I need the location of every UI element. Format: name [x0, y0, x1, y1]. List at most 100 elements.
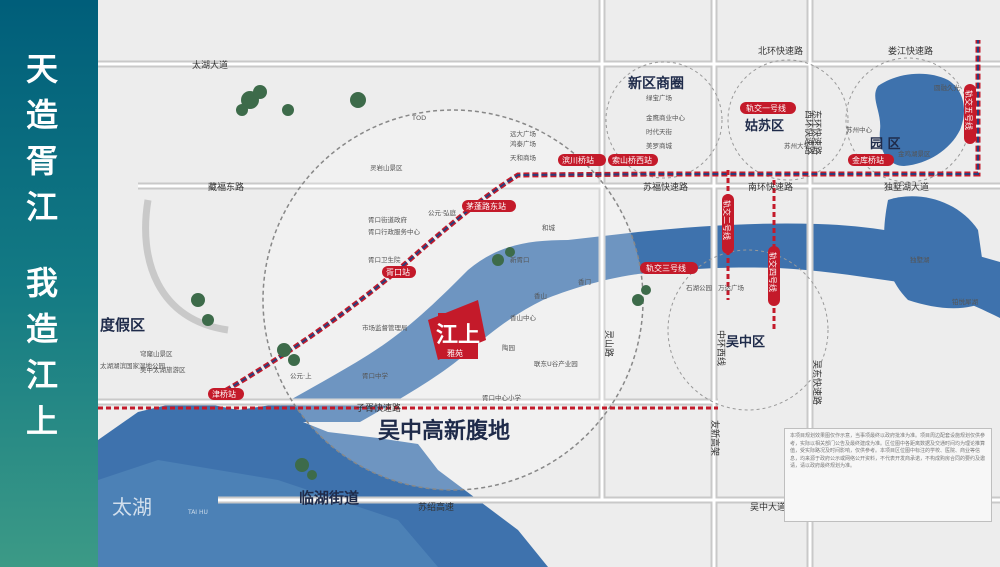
road-label: 苏绍高速: [418, 501, 454, 513]
station-badge: [208, 388, 244, 400]
taihu-lake-light: [98, 460, 438, 567]
poi-label: 和城: [542, 223, 556, 232]
slogan-line-1: 天 造 胥 江: [22, 46, 62, 230]
metro-line-badge: [740, 102, 796, 114]
gusu-circle: [727, 59, 849, 181]
slogan-char: 胥: [25, 142, 58, 180]
poi-label: 绿宝广场: [646, 93, 673, 102]
station-label: 津桥站: [212, 389, 236, 399]
metro-line-label: 轨交四号线: [768, 252, 778, 292]
slogan-char: 江: [25, 188, 58, 226]
poi-label: 联东U谷产业园: [534, 359, 578, 368]
poi-label: 胥口中心小学: [482, 393, 522, 402]
metro-line-badge: [640, 262, 698, 274]
slogan-char: 天: [25, 50, 58, 88]
slogan-char: 我: [25, 264, 58, 302]
metro-line-badge: [768, 246, 780, 306]
taihu-label: 太湖: [112, 495, 152, 519]
map-canvas: 江上 雅苑 吴中高新腹地 临湖街道 度假区 姑苏区 园 区 吴中区 新区商圈 太…: [98, 0, 1000, 567]
poi-label: 香门: [578, 277, 591, 286]
district-yuanqu: 园 区: [870, 137, 901, 152]
poi-label: 太湖湖滨国家湿地公园: [100, 361, 165, 370]
poi-label: 市场监督管理局: [362, 323, 408, 332]
road-label-vertical: 中环西线: [715, 330, 727, 366]
road-label: 子胥快速路: [356, 402, 401, 414]
district-wuzhong: 吴中区: [726, 334, 765, 350]
disclaimer-text: 本项目规划效果图仅作示意，当事项最终以政府批准为准。项目周边配套设施规划仅供参考…: [790, 433, 986, 470]
poi-label: 金鹰商业中心: [646, 113, 686, 122]
poi-label: 美罗商城: [646, 141, 673, 150]
project-name: 江上: [436, 323, 480, 348]
station-badge: [382, 266, 416, 278]
poi-label: 公元·弘庭: [428, 208, 457, 217]
dushuhu-lake: [884, 196, 988, 309]
poi-label: 铂悦犀湖: [952, 297, 979, 306]
slogan-line-2: 我 造 江 上: [22, 260, 62, 444]
metro-line-badge: [722, 194, 734, 254]
project-marker: [438, 313, 478, 359]
station-label: 胥口站: [386, 267, 410, 277]
metro-line-label: 轨交二号线: [722, 200, 732, 240]
metro-line-label: 轨交五号线: [964, 90, 974, 130]
road-label: 南环快速路: [748, 181, 793, 193]
station-label: 茅蓬路东站: [466, 201, 506, 211]
poi-label: 鸿泰广场: [510, 139, 537, 148]
slogan-char: 江: [25, 356, 58, 394]
poi-label: 香山中心: [510, 313, 537, 322]
road-label: 娄江快速路: [888, 45, 933, 57]
metro-line-label: 轨交一号线: [746, 103, 786, 113]
road-label-vertical: 东环快速路: [811, 110, 823, 155]
poi-label: 胥口中学: [362, 371, 389, 380]
taihu-label-en: TAI HU: [187, 509, 208, 516]
poi-label: 独墅湖: [910, 255, 930, 264]
slogan-char: 造: [25, 96, 58, 134]
poi-label: 金鸡湖景区: [898, 149, 931, 158]
station-label: 索山桥西站: [612, 155, 652, 165]
poi-label: 时代天街: [646, 127, 673, 136]
station-label: 滨川桥站: [562, 155, 594, 165]
district-linhu: 临湖街道: [299, 489, 359, 507]
district-wuzhong-core: 吴中高新腹地: [378, 418, 510, 444]
road-label: 太湖大道: [192, 59, 228, 71]
poi-label: 天和商场: [510, 153, 537, 162]
poi-label: 吴中太湖旅游区: [140, 365, 186, 374]
poi-label: 远大广场: [510, 129, 537, 138]
disclaimer-box: 本项目规划效果图仅作示意，当事项最终以政府批准为准。项目周边配套设施规划仅供参考…: [784, 428, 992, 522]
slogan-panel: 天 造 胥 江 我 造 江 上: [0, 0, 98, 567]
road-label-vertical: 吴东快速路: [811, 360, 823, 405]
metro-line-label: 轨交三号线: [646, 263, 686, 273]
poi-label: 公元·上: [290, 371, 312, 380]
district-gusu: 姑苏区: [745, 118, 784, 134]
poi-label: 万达广场: [718, 283, 745, 292]
poi-label: 胥口卫生院: [368, 255, 401, 264]
poi-label: 灵岩山景区: [370, 163, 403, 172]
poi-label: 石湖公园: [686, 283, 712, 292]
station-badge: [558, 154, 606, 166]
xujiang-river: [253, 223, 1000, 422]
road-label-vertical: 灵山路: [603, 330, 615, 357]
station-label: 金库桥站: [852, 155, 884, 165]
poi-label: 穹窿山景区: [140, 349, 173, 358]
district-new-commerce: 新区商圈: [628, 75, 684, 92]
poi-label: TOD: [411, 114, 426, 122]
station-badge: [462, 200, 516, 212]
wuzhong-circle: [667, 249, 829, 411]
poi-label: 胥口行政服务中心: [368, 227, 421, 236]
poi-label: 陶园: [502, 343, 515, 352]
road-label-vertical: 西环快速路: [803, 110, 815, 155]
poi-label: 新胥口: [510, 255, 530, 264]
slogan-char: 上: [25, 402, 58, 440]
road-label-vertical: 友新高架: [709, 420, 721, 456]
location-map[interactable]: 江上 雅苑 吴中高新腹地 临湖街道 度假区 姑苏区 园 区 吴中区 新区商圈 太…: [98, 0, 1000, 567]
poi-label: 胥口街道政府: [368, 215, 408, 224]
jinjihu-lake: [875, 73, 964, 166]
tree-clusters: [191, 85, 651, 480]
poi-label: 苏州中心: [846, 125, 873, 134]
road-label: 藏福东路: [208, 181, 244, 193]
road-label: 苏福快速路: [643, 181, 688, 193]
station-badge: [608, 154, 658, 166]
road-label: 吴中大道: [750, 501, 786, 513]
poi-label: 香山: [534, 291, 547, 300]
station-badge: [848, 154, 894, 166]
road-label: 独墅湖大道: [884, 181, 929, 193]
